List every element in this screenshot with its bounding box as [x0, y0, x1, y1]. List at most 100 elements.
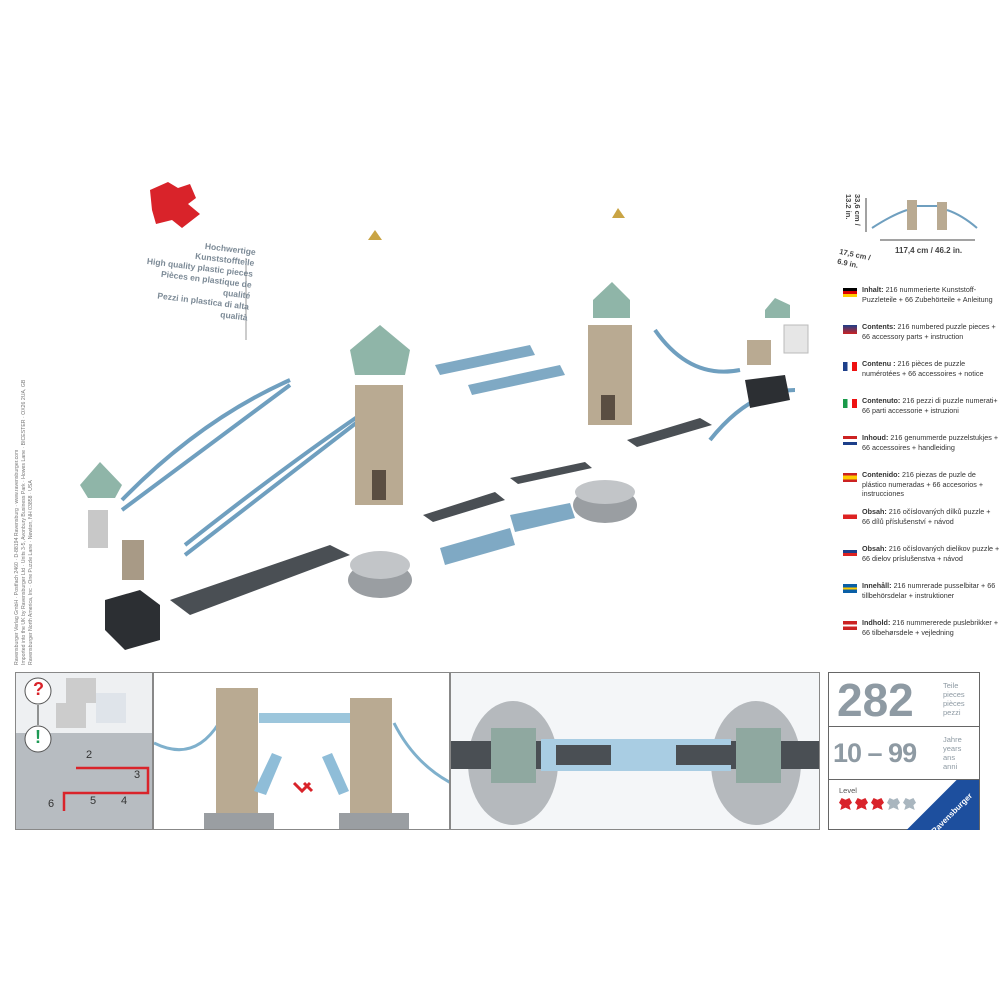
age-labels: Jahre years ans anni	[943, 735, 962, 771]
contents-text: Obsah: 216 očíslovaných dílků puzzle + 6…	[862, 507, 1000, 538]
contents-description: 216 nummererede puslebrikker + 66 tilbeh…	[862, 618, 999, 637]
contents-description: 216 piezas de puzle de plástico numerada…	[862, 470, 984, 498]
flag-es-icon	[843, 473, 857, 482]
contents-item-gb-us: Contents: 216 numbered puzzle pieces + 6…	[843, 322, 1000, 353]
pier-bases	[348, 480, 637, 598]
contents-text: Inhalt: 216 nummerierte Kunststoff-Puzzl…	[862, 285, 1000, 316]
product-info-box: 282 Teile pieces pièces pezzi 10 – 99 Ja…	[828, 672, 980, 830]
contents-description: 216 numbered puzzle pieces + 66 accessor…	[862, 322, 996, 341]
label: ans	[943, 753, 956, 762]
label: pezzi	[943, 708, 961, 717]
imprint-line: Ravensburger North America, Inc · One Pu…	[28, 480, 34, 665]
contents-description: 216 očíslovaných dielikov puzzle + 66 di…	[862, 544, 1000, 563]
dimension-diagram	[865, 198, 978, 241]
tower-right	[588, 282, 632, 425]
bascule-panel	[153, 672, 450, 830]
contents-item-dk: Indhold: 216 nummererede puslebrikker + …	[843, 618, 1000, 649]
level-label: Level	[839, 786, 857, 795]
contents-description: 216 očíslovaných dílků puzzle + 66 dílů …	[862, 507, 991, 526]
tower-left	[350, 325, 410, 505]
contents-text: Indhold: 216 nummererede puslebrikker + …	[862, 618, 1000, 649]
pieces-labels: Teile pieces pièces pezzi	[943, 681, 965, 717]
top-view-panel	[450, 672, 820, 830]
contents-label: Obsah:	[862, 507, 887, 516]
road-segments	[170, 418, 712, 615]
contents-text: Contenu : 216 pièces de puzzle numérotée…	[862, 359, 1000, 390]
contents-item-cz: Obsah: 216 očíslovaných dílků puzzle + 6…	[843, 507, 1000, 538]
level-piece-filled-icon	[839, 798, 852, 810]
contents-label: Innehåll:	[862, 581, 892, 590]
step-number: 3	[134, 769, 141, 781]
piece-count: 282	[837, 674, 914, 726]
question-mark-icon: ?	[33, 679, 44, 699]
misc-pieces	[80, 208, 809, 650]
contents-label: Contents:	[862, 322, 896, 331]
contents-item-es: Contenido: 216 piezas de puzle de plásti…	[843, 470, 1000, 501]
pieces-row: 282 Teile pieces pièces pezzi	[829, 673, 979, 727]
contents-item-fr: Contenu : 216 pièces de puzzle numérotée…	[843, 359, 1000, 390]
contents-label: Indhold:	[862, 618, 891, 627]
contents-label: Obsah:	[862, 544, 887, 553]
contents-description: 216 pezzi di puzzle numerati+ 66 parti a…	[862, 396, 998, 415]
bascule-illustration	[154, 688, 449, 829]
contents-text: Innehåll: 216 numrerade pusselbitar + 66…	[862, 581, 1000, 612]
blue-deck-segments	[435, 345, 575, 565]
contents-item-sk: Obsah: 216 očíslovaných dielikov puzzle …	[843, 544, 1000, 575]
flag-dk-icon	[843, 621, 857, 630]
contents-text: Contents: 216 numbered puzzle pieces + 6…	[862, 322, 1000, 353]
step-number: 6	[48, 798, 55, 810]
contents-label: Inhoud:	[862, 433, 889, 442]
exclamation-icon: !	[35, 727, 41, 747]
step-number: 2	[86, 749, 93, 761]
top-view-illustration	[451, 701, 819, 825]
contents-description: 216 nummerierte Kunststoff-Puzzleteile +…	[862, 285, 993, 304]
red-puzzle-piece	[150, 182, 200, 228]
label: Jahre	[943, 735, 962, 744]
difficulty-level	[839, 798, 916, 810]
contents-text: Contenuto: 216 pezzi di puzzle numerati+…	[862, 396, 1000, 427]
contents-label: Contenido:	[862, 470, 900, 479]
level-piece-empty-icon	[887, 798, 900, 810]
flag-de-icon	[843, 288, 857, 297]
flag-fr-icon	[843, 362, 857, 371]
level-piece-empty-icon	[903, 798, 916, 810]
age-range: 10 – 99	[833, 738, 917, 768]
flag-nl-icon	[843, 436, 857, 445]
flag-sk-icon	[843, 547, 857, 556]
contents-text: Obsah: 216 očíslovaných dielikov puzzle …	[862, 544, 1000, 575]
contents-list: Inhalt: 216 nummerierte Kunststoff-Puzzl…	[843, 285, 1000, 649]
dimension-height: 33,6 cm / 13.2 in.	[844, 194, 862, 226]
flag-se-icon	[843, 584, 857, 593]
contents-text: Inhoud: 216 genummerde puzzelstukjes + 6…	[862, 433, 1000, 464]
dimension-length: 117,4 cm / 46.2 in.	[895, 246, 963, 255]
exploded-bridge-illustration	[80, 182, 978, 650]
label: pieces	[943, 690, 965, 699]
level-row: Level Ravensburger	[829, 780, 979, 830]
contents-item-it: Contenuto: 216 pezzi di puzzle numerati+…	[843, 396, 1000, 427]
label: pièces	[943, 699, 965, 708]
imprint-line: Imported into the UK by Ravensburger Ltd…	[21, 379, 27, 665]
contents-label: Inhalt:	[862, 285, 884, 294]
contents-item-nl: Inhoud: 216 genummerde puzzelstukjes + 6…	[843, 433, 1000, 464]
step-number: 4	[121, 795, 128, 807]
flag-it-icon	[843, 399, 857, 408]
label: Teile	[943, 681, 959, 690]
label: years	[943, 744, 962, 753]
level-piece-filled-icon	[871, 798, 884, 810]
label: anni	[943, 762, 958, 771]
age-row: 10 – 99 Jahre years ans anni	[829, 727, 979, 780]
contents-text: Contenido: 216 piezas de puzle de plásti…	[862, 470, 1000, 501]
level-piece-filled-icon	[855, 798, 868, 810]
flag-gb-us-icon	[843, 325, 857, 334]
imprint-line: Ravensburger Verlag GmbH · Postfach 2460…	[14, 449, 20, 665]
flag-cz-icon	[843, 510, 857, 519]
instruction-illustration	[16, 677, 152, 829]
publisher-imprint: Ravensburger Verlag GmbH · Postfach 2460…	[14, 335, 35, 665]
contents-item-se: Innehåll: 216 numrerade pusselbitar + 66…	[843, 581, 1000, 612]
contents-label: Contenuto:	[862, 396, 901, 405]
step-number: 5	[90, 795, 97, 807]
instruction-panel: ? ! 2 3 4 5 6	[15, 672, 153, 830]
contents-description: 216 genummerde puzzelstukjes + 66 access…	[862, 433, 999, 452]
contents-description: 216 numrerade pusselbitar + 66 tillbehör…	[862, 581, 996, 600]
contents-description: 216 pièces de puzzle numérotées + 66 acc…	[862, 359, 984, 378]
